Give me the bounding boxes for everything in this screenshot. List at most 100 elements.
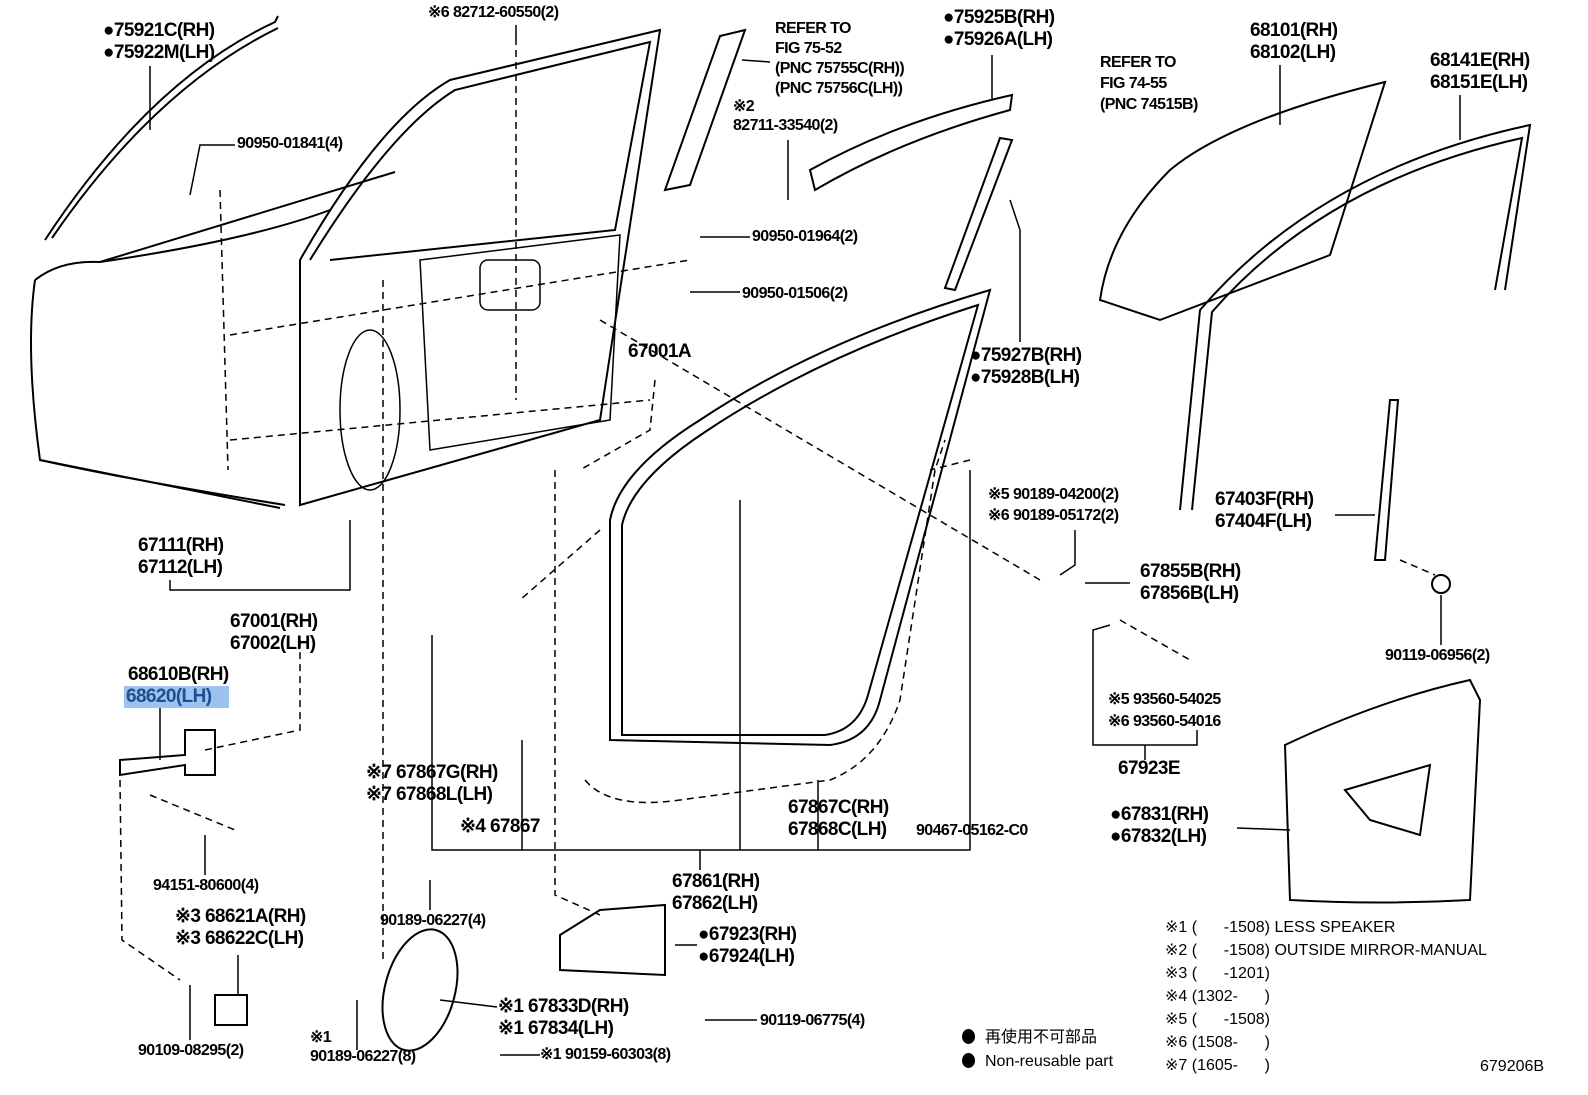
part-number[interactable]: 90950-01506(2): [742, 285, 848, 302]
callout-90950-01506[interactable]: 90950-01506(2): [742, 284, 848, 304]
part-number-lh[interactable]: 68151E(LH): [1430, 72, 1528, 93]
callout-90950-01964[interactable]: 90950-01964(2): [752, 227, 858, 247]
part-number[interactable]: ※6 93560-54016: [1108, 713, 1221, 730]
part-number-lh[interactable]: ●75928B(LH): [970, 367, 1080, 388]
part-number[interactable]: 90467-05162-C0: [916, 822, 1028, 839]
part-number[interactable]: 90189-06227(8): [310, 1048, 416, 1065]
part-number-rh[interactable]: 67403F(RH): [1215, 489, 1314, 510]
callout-67923e[interactable]: 67923E: [1118, 758, 1181, 780]
callout-67833d-67834[interactable]: ※1 67833D(RH)※1 67834(LH): [498, 996, 629, 1040]
pad-cover: [559, 903, 666, 977]
part-number[interactable]: ※5 90189-04200(2): [988, 486, 1119, 503]
callout-75927b-75928b[interactable]: ●75927B(RH)●75928B(LH): [970, 345, 1082, 389]
callout-67001-67002[interactable]: 67001(RH)67002(LH): [230, 611, 318, 655]
part-number[interactable]: 90189-06227(4): [380, 912, 486, 929]
part-number-lh[interactable]: 67002(LH): [230, 633, 316, 654]
part-number-rh[interactable]: ※3 68621A(RH): [175, 906, 306, 927]
callout-90189-04200-05172[interactable]: ※5 90189-04200(2) ※6 90189-05172(2): [988, 484, 1119, 526]
dashed-guide-lines: [119, 50, 1436, 981]
part-number-rh[interactable]: ※1 67833D(RH): [498, 996, 629, 1017]
part-number-rh[interactable]: 68101(RH): [1250, 20, 1338, 41]
callout-67861-67862[interactable]: 67861(RH)67862(LH): [672, 871, 760, 915]
footnote: ※6 (1508- ): [1165, 1034, 1270, 1051]
callout-82712-60550[interactable]: ※6 82712-60550(2): [428, 3, 559, 23]
part-number[interactable]: 67001A: [628, 341, 692, 362]
part-number[interactable]: ※6 82712-60550(2): [428, 4, 559, 21]
callout-67111-67112[interactable]: 67111(RH)67112(LH): [138, 535, 224, 579]
part-number[interactable]: 90109-08295(2): [138, 1042, 244, 1059]
part-number[interactable]: 90119-06775(4): [760, 1012, 865, 1029]
part-number-rh[interactable]: ●67831(RH): [1110, 804, 1209, 825]
callout-75921c-75922m[interactable]: ●75921C(RH)●75922M(LH): [103, 20, 215, 64]
callout-75925b-75926a[interactable]: ●75925B(RH)●75926A(LH): [943, 7, 1055, 51]
part-number-rh[interactable]: ●75927B(RH): [970, 345, 1082, 366]
part-number-lh[interactable]: ※1 67834(LH): [498, 1018, 614, 1039]
part-number-lh[interactable]: 67856B(LH): [1140, 583, 1239, 604]
part-number-rh[interactable]: 67867C(RH): [788, 797, 889, 818]
callout-67867[interactable]: ※4 67867: [460, 816, 540, 838]
part-number-lh[interactable]: ●75926A(LH): [943, 29, 1053, 50]
part-number[interactable]: 82711-33540(2): [733, 117, 838, 134]
callout-67923-67924[interactable]: ●67923(RH)●67924(LH): [698, 924, 797, 968]
part-number-lh[interactable]: 67862(LH): [672, 893, 758, 914]
part-number[interactable]: 90950-01964(2): [752, 228, 858, 245]
callout-94151-80600[interactable]: 94151-80600(4): [153, 876, 259, 896]
part-number-lh[interactable]: ●67924(LH): [698, 946, 795, 967]
part-number-lh[interactable]: ※3 68622C(LH): [175, 928, 304, 949]
part-number-lh[interactable]: 67868C(LH): [788, 819, 887, 840]
part-number-rh[interactable]: 67861(RH): [672, 871, 760, 892]
part-number[interactable]: ※5 93560-54025: [1108, 691, 1221, 708]
part-number-rh[interactable]: ※7 67867G(RH): [366, 762, 498, 783]
callout-90119-06775[interactable]: 90119-06775(4): [760, 1011, 865, 1031]
part-number-rh[interactable]: ●75921C(RH): [103, 20, 215, 41]
callout-90950-01841[interactable]: 90950-01841(4): [237, 134, 343, 154]
part-number-lh[interactable]: ●75922M(LH): [103, 42, 215, 63]
callout-67403f-67404f[interactable]: 67403F(RH)67404F(LH): [1215, 489, 1314, 533]
part-number[interactable]: 67923E: [1118, 758, 1181, 779]
callout-90119-06956[interactable]: 90119-06956(2): [1385, 646, 1490, 666]
part-number[interactable]: 94151-80600(4): [153, 877, 259, 894]
callout-68101-68102[interactable]: 68101(RH)68102(LH): [1250, 20, 1338, 64]
part-number[interactable]: 90950-01841(4): [237, 135, 343, 152]
part-number[interactable]: ※6 90189-05172(2): [988, 507, 1119, 524]
legend-item-en: Non-reusable part: [962, 1050, 1113, 1074]
callout-90189-06227-4[interactable]: 90189-06227(4): [380, 911, 486, 931]
part-number[interactable]: 90119-06956(2): [1385, 647, 1490, 664]
part-number-rh[interactable]: 68141E(RH): [1430, 50, 1530, 71]
part-number-lh[interactable]: ●67832(LH): [1110, 826, 1207, 847]
callout-68610b-68620[interactable]: 68610B(RH)68620(LH): [124, 664, 229, 708]
refer-figure[interactable]: FIG 75-52: [775, 40, 842, 57]
part-number[interactable]: ※4 67867: [460, 816, 540, 837]
callout-67867c-67868c[interactable]: 67867C(RH)67868C(LH): [788, 797, 889, 841]
part-number-lh[interactable]: 67112(LH): [138, 557, 223, 578]
callout-67831-67832[interactable]: ●67831(RH)●67832(LH): [1110, 804, 1209, 848]
callout-67001a[interactable]: 67001A: [628, 341, 692, 363]
part-number-rh[interactable]: ●75925B(RH): [943, 7, 1055, 28]
part-number-rh[interactable]: ●67923(RH): [698, 924, 797, 945]
callout-93560[interactable]: ※5 93560-54025 ※6 93560-54016: [1108, 689, 1221, 733]
part-number-rh[interactable]: 68610B(RH): [128, 664, 229, 685]
part-number-lh[interactable]: ※7 67868L(LH): [366, 784, 493, 805]
callout-90109-08295[interactable]: 90109-08295(2): [138, 1041, 244, 1061]
callout-90159-60303[interactable]: ※1 90159-60303(8): [540, 1045, 671, 1065]
callout-90467-05162[interactable]: 90467-05162-C0: [916, 821, 1028, 841]
part-number-lh[interactable]: 68102(LH): [1250, 42, 1336, 63]
footnote: ※2 ( -1508) OUTSIDE MIRROR-MANUAL: [1165, 942, 1487, 959]
refer-figure[interactable]: FIG 74-55: [1100, 75, 1167, 92]
callout-67855b-67856b[interactable]: 67855B(RH)67856B(LH): [1140, 561, 1241, 605]
part-number-rh[interactable]: 67111(RH): [138, 535, 224, 556]
part-number-lh[interactable]: 67404F(LH): [1215, 511, 1312, 532]
callout-67867g-67868l[interactable]: ※7 67867G(RH)※7 67868L(LH): [366, 762, 498, 806]
part-number[interactable]: ※1 90159-60303(8): [540, 1046, 671, 1063]
part-number-rh[interactable]: 67001(RH): [230, 611, 318, 632]
rear-channel: [1373, 399, 1400, 561]
part-number-lh-selected[interactable]: 68620(LH): [124, 686, 229, 708]
part-number-rh[interactable]: 67855B(RH): [1140, 561, 1241, 582]
callout-68621a-68622c[interactable]: ※3 68621A(RH)※3 68622C(LH): [175, 906, 306, 950]
callout-68141e-68151e[interactable]: 68141E(RH)68151E(LH): [1430, 50, 1530, 94]
